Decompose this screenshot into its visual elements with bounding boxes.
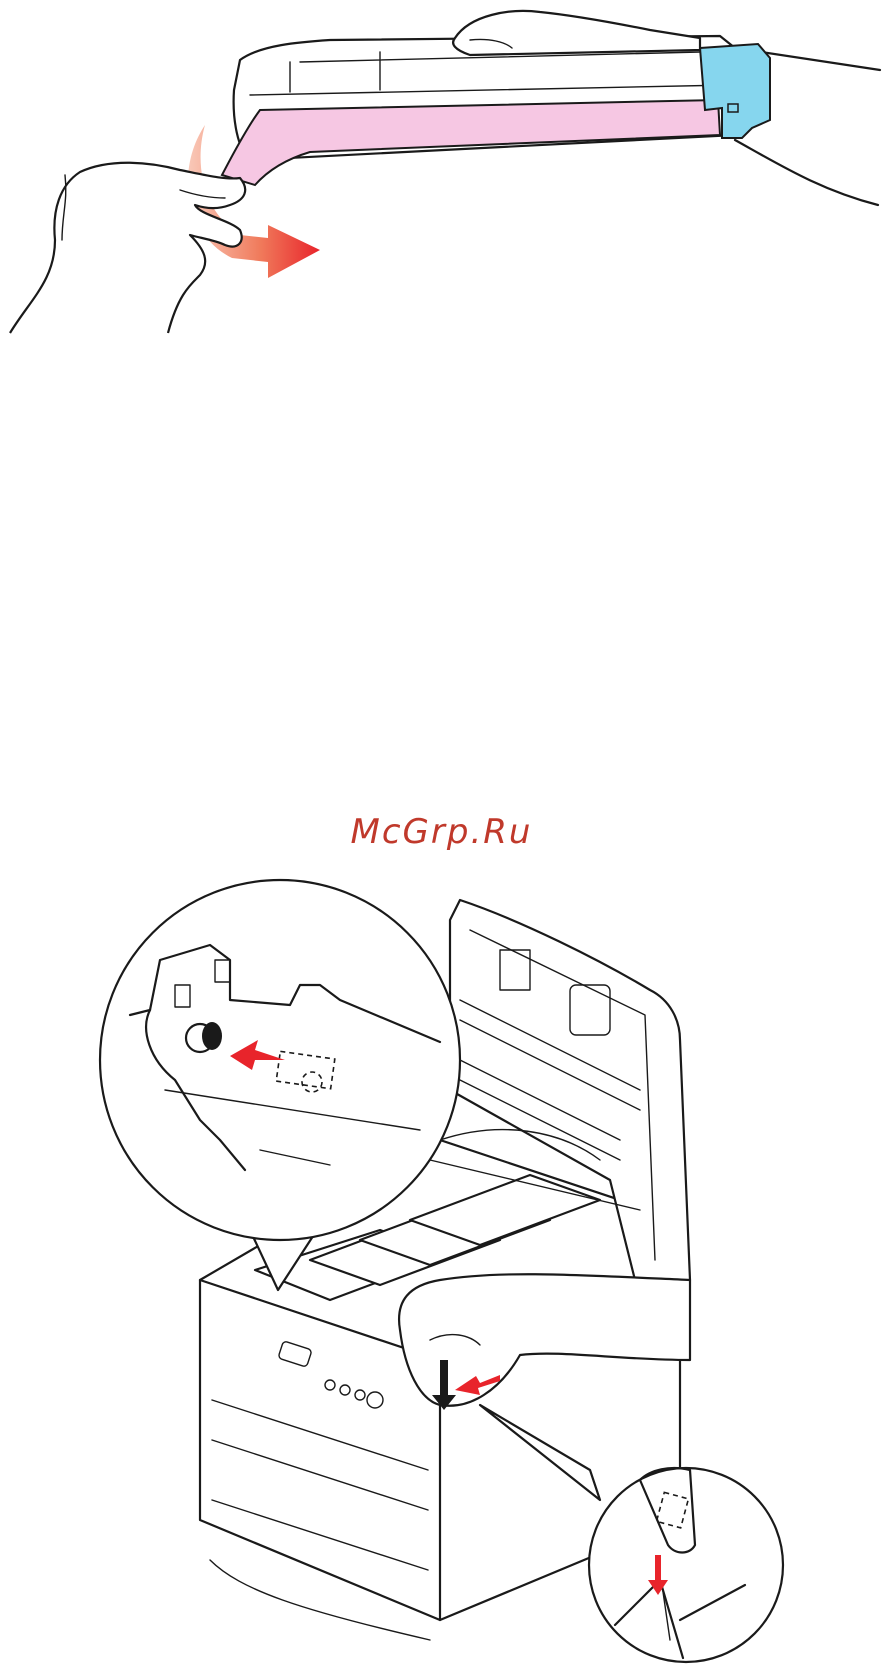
printer-drawing: [0, 878, 883, 1670]
toner-tape-removal-illustration: [0, 0, 883, 345]
printer-install-illustration: [0, 878, 883, 1670]
watermark-text: McGrp.Ru: [0, 812, 883, 852]
sealing-tape: [222, 100, 720, 185]
toner-cartridge: [222, 36, 770, 185]
toner-cartridge-drawing: [0, 0, 883, 345]
